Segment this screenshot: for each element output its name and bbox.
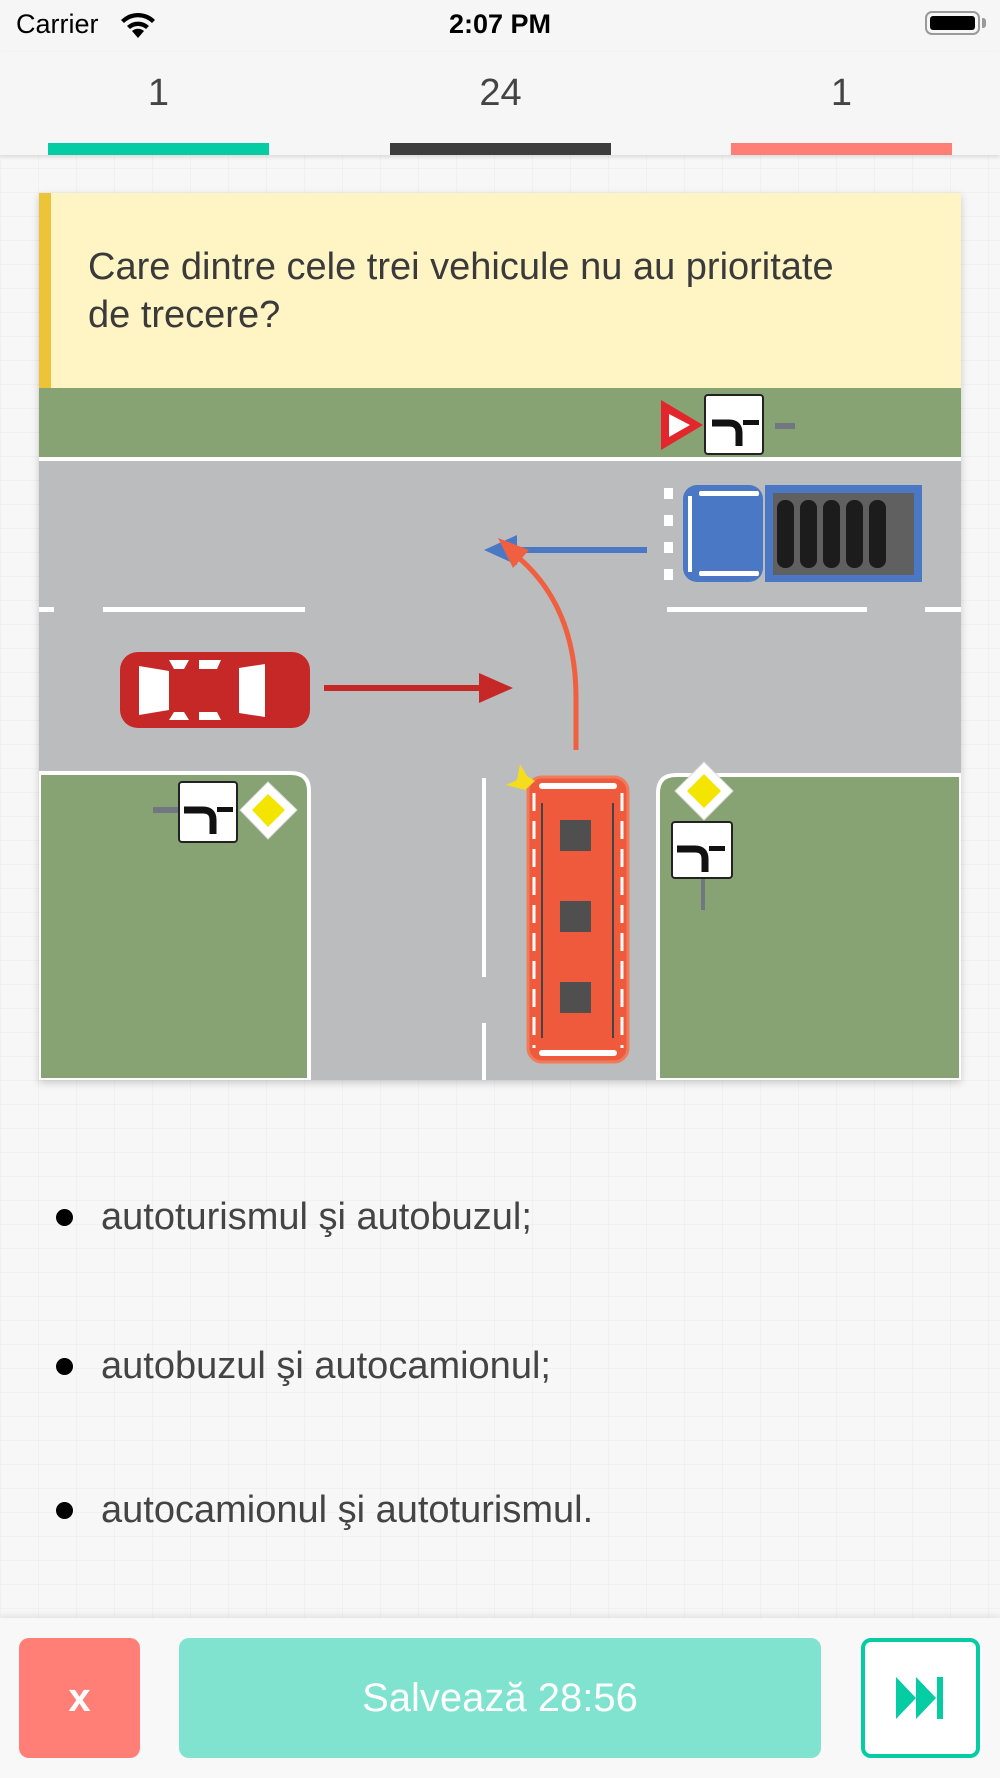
status-bar: Carrier 2:07 PM [0, 0, 1000, 52]
remaining-bar [390, 143, 611, 155]
wrong-bar [731, 143, 952, 155]
bus [506, 764, 630, 1064]
priority-road-layout-sign [704, 394, 764, 455]
carrier-label: Carrier [16, 9, 99, 39]
sign-post [775, 423, 795, 429]
intersection-illustration [39, 388, 961, 1080]
correct-bar [48, 143, 269, 155]
question-card: Care dintre cele trei vehicule nu au pri… [39, 193, 961, 1080]
answer-option[interactable]: autobuzul şi autocamionul; [56, 1336, 551, 1396]
grass-bottom-right [656, 773, 961, 1080]
action-bar: x Salvează 28:56 [0, 1618, 1000, 1778]
answer-text: autoturismul şi autobuzul; [101, 1195, 532, 1238]
lane-markings [39, 607, 961, 1080]
correct-count: 1 [147, 72, 170, 114]
priority-road-layout-sign [178, 781, 238, 843]
yield-sign [661, 400, 703, 450]
priority-road-sign [239, 781, 298, 840]
sign-post [701, 878, 705, 910]
remaining-count: 24 [479, 72, 522, 114]
score-header: 1 24 1 [0, 52, 1000, 155]
turn-signal [506, 764, 535, 790]
priority-road-sign [674, 761, 734, 821]
bullet-icon [56, 1208, 73, 1226]
stop-line [664, 488, 673, 580]
sign-post [153, 807, 180, 813]
car [120, 652, 310, 728]
bullet-icon [56, 1501, 73, 1519]
wifi-icon [121, 12, 155, 38]
cancel-button[interactable]: x [19, 1638, 140, 1758]
curb-top [39, 457, 961, 461]
bullet-icon [56, 1357, 73, 1375]
truck [683, 485, 922, 582]
car-arrow [324, 673, 513, 703]
save-button[interactable]: Salvează 28:56 [179, 1638, 821, 1758]
answer-option[interactable]: autocamionul şi autoturismul. [56, 1480, 593, 1540]
question-banner: Care dintre cele trei vehicule nu au pri… [39, 193, 961, 388]
answer-text: autocamionul şi autoturismul. [101, 1488, 594, 1531]
grass-top [39, 388, 961, 457]
skip-forward-icon [895, 1677, 943, 1719]
priority-road-layout-sign [671, 821, 733, 879]
battery-nub [982, 18, 986, 28]
skip-button[interactable] [861, 1638, 980, 1758]
bus-arrow [498, 538, 579, 750]
wrong-count: 1 [830, 72, 853, 114]
battery-icon [925, 11, 980, 35]
question-text: Care dintre cele trei vehicule nu au pri… [88, 246, 834, 336]
grass-bottom-left [39, 771, 311, 1080]
answer-option[interactable]: autoturismul şi autobuzul; [56, 1187, 532, 1247]
answer-text: autobuzul şi autocamionul; [101, 1344, 551, 1387]
clock: 2:07 PM [448, 9, 552, 39]
